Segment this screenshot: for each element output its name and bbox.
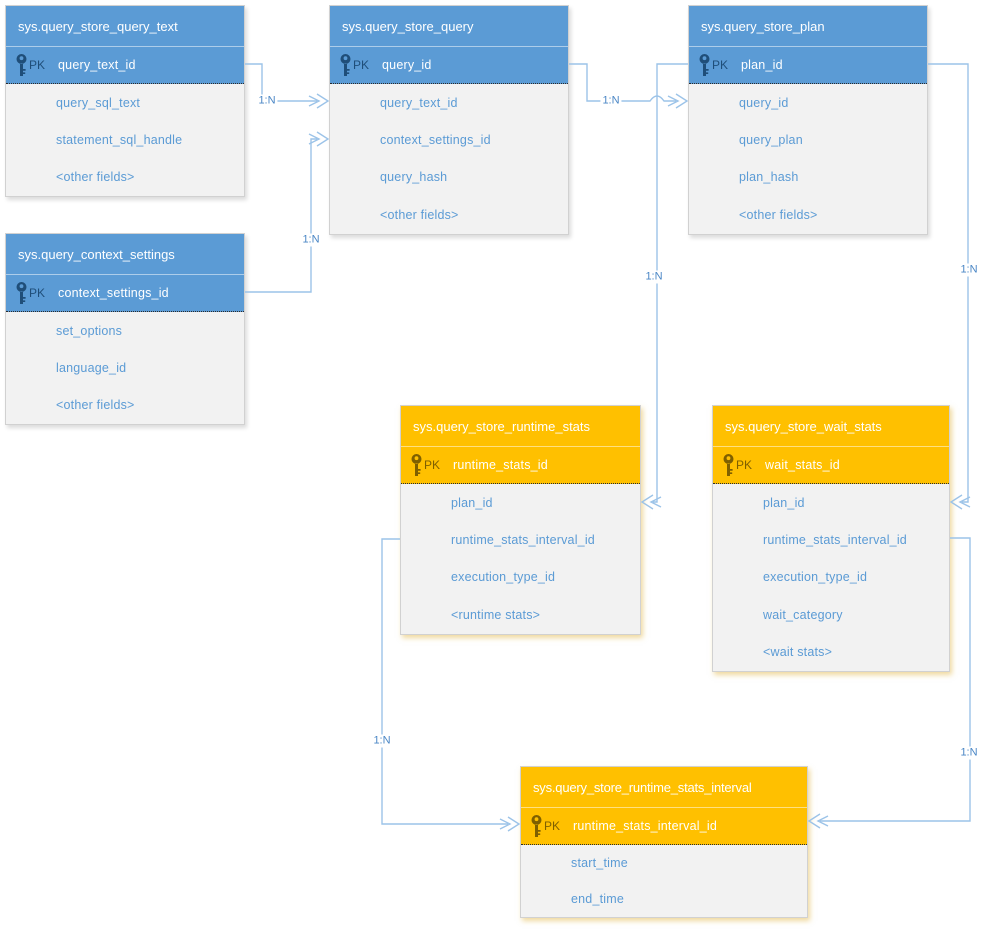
table-query-store-wait-stats[interactable]: sys.query_store_wait_stats PK wait_stats…: [712, 405, 950, 672]
table-title: sys.query_context_settings: [6, 234, 244, 274]
pk-field-name: query_id: [382, 58, 432, 72]
table-query-store-query[interactable]: sys.query_store_query PK query_id query_…: [329, 5, 569, 235]
field-row: end_time: [571, 892, 625, 906]
field-list: start_time end_time: [521, 845, 807, 917]
pk-badge: PK: [29, 286, 46, 300]
field-list: plan_id runtime_stats_interval_id execut…: [713, 484, 949, 671]
cardinality-label: 1:N: [643, 270, 665, 284]
field-list: set_options language_id <other fields>: [6, 312, 244, 425]
pk-badge: PK: [353, 58, 370, 72]
pk-field-name: plan_id: [741, 58, 783, 72]
pk-row: PK query_id: [330, 46, 568, 84]
key-icon: [16, 54, 27, 76]
pk-badge: PK: [424, 458, 441, 472]
pk-field-name: runtime_stats_interval_id: [573, 819, 717, 833]
field-row: query_sql_text: [56, 95, 141, 110]
field-row: start_time: [571, 856, 628, 870]
field-row: runtime_stats_interval_id: [451, 533, 595, 548]
field-row: <other fields>: [56, 398, 135, 413]
pk-badge: PK: [712, 58, 729, 72]
key-icon: [723, 454, 734, 476]
field-row: context_settings_id: [380, 133, 491, 148]
pk-row: PK runtime_stats_id: [401, 446, 640, 484]
connector-query-to-plan: [569, 63, 689, 109]
connector-plan-to-runtime-stats: [640, 63, 688, 510]
field-row: <wait stats>: [763, 645, 833, 660]
field-row: wait_category: [763, 607, 843, 622]
field-row: query_id: [739, 95, 789, 110]
table-query-store-runtime-stats-interval[interactable]: sys.query_store_runtime_stats_interval P…: [520, 766, 808, 918]
key-icon: [16, 282, 27, 304]
pk-row: PK context_settings_id: [6, 274, 244, 312]
table-query-context-settings[interactable]: sys.query_context_settings PK context_se…: [5, 233, 245, 426]
table-title: sys.query_store_runtime_stats_interval: [521, 767, 807, 807]
pk-field-name: query_text_id: [58, 58, 136, 72]
pk-badge: PK: [544, 819, 561, 833]
table-query-store-query-text[interactable]: sys.query_store_query_text PK query_text…: [5, 5, 245, 198]
connector-context-settings-to-query: [245, 131, 330, 293]
pk-field-name: runtime_stats_id: [453, 458, 548, 472]
pk-badge: PK: [736, 458, 753, 472]
key-icon: [531, 815, 542, 837]
pk-row: PK query_text_id: [6, 46, 244, 84]
table-query-store-runtime-stats[interactable]: sys.query_store_runtime_stats PK runtime…: [400, 405, 641, 635]
field-row: <runtime stats>: [451, 607, 541, 622]
cardinality-label: 1:N: [371, 734, 393, 748]
field-row: query_text_id: [380, 95, 458, 110]
key-icon: [340, 54, 351, 76]
table-title: sys.query_store_runtime_stats: [401, 406, 640, 446]
pk-field-name: context_settings_id: [58, 286, 169, 300]
field-list: query_sql_text statement_sql_handle <oth…: [6, 84, 244, 197]
table-title: sys.query_store_query: [330, 6, 568, 46]
field-row: plan_id: [451, 495, 493, 510]
pk-row: PK plan_id: [689, 46, 927, 84]
field-list: plan_id runtime_stats_interval_id execut…: [401, 484, 640, 634]
cardinality-label: 1:N: [958, 746, 980, 760]
cardinality-label: 1:N: [600, 94, 622, 108]
table-title: sys.query_store_query_text: [6, 6, 244, 46]
field-row: execution_type_id: [763, 570, 868, 585]
pk-row: PK wait_stats_id: [713, 446, 949, 484]
table-title: sys.query_store_wait_stats: [713, 406, 949, 446]
pk-badge: PK: [29, 58, 46, 72]
cardinality-label: 1:N: [958, 263, 980, 277]
field-row: statement_sql_handle: [56, 133, 183, 148]
key-icon: [411, 454, 422, 476]
cardinality-label: 1:N: [256, 94, 278, 108]
field-row: plan_id: [763, 495, 805, 510]
field-row: execution_type_id: [451, 570, 556, 585]
field-row: plan_hash: [739, 170, 799, 185]
table-query-store-plan[interactable]: sys.query_store_plan PK plan_id query_id…: [688, 5, 928, 235]
field-row: set_options: [56, 323, 123, 338]
field-row: query_hash: [380, 170, 448, 185]
cardinality-label: 1:N: [300, 233, 322, 247]
pk-field-name: wait_stats_id: [765, 458, 840, 472]
pk-row: PK runtime_stats_interval_id: [521, 807, 807, 845]
field-row: runtime_stats_interval_id: [763, 533, 907, 548]
field-list: query_id query_plan plan_hash <other fie…: [689, 84, 927, 234]
field-row: query_plan: [739, 133, 803, 148]
field-row: <other fields>: [56, 170, 135, 185]
field-list: query_text_id context_settings_id query_…: [330, 84, 568, 234]
table-title: sys.query_store_plan: [689, 6, 927, 46]
field-row: <other fields>: [739, 207, 818, 222]
key-icon: [699, 54, 710, 76]
field-row: <other fields>: [380, 207, 459, 222]
field-row: language_id: [56, 361, 127, 376]
